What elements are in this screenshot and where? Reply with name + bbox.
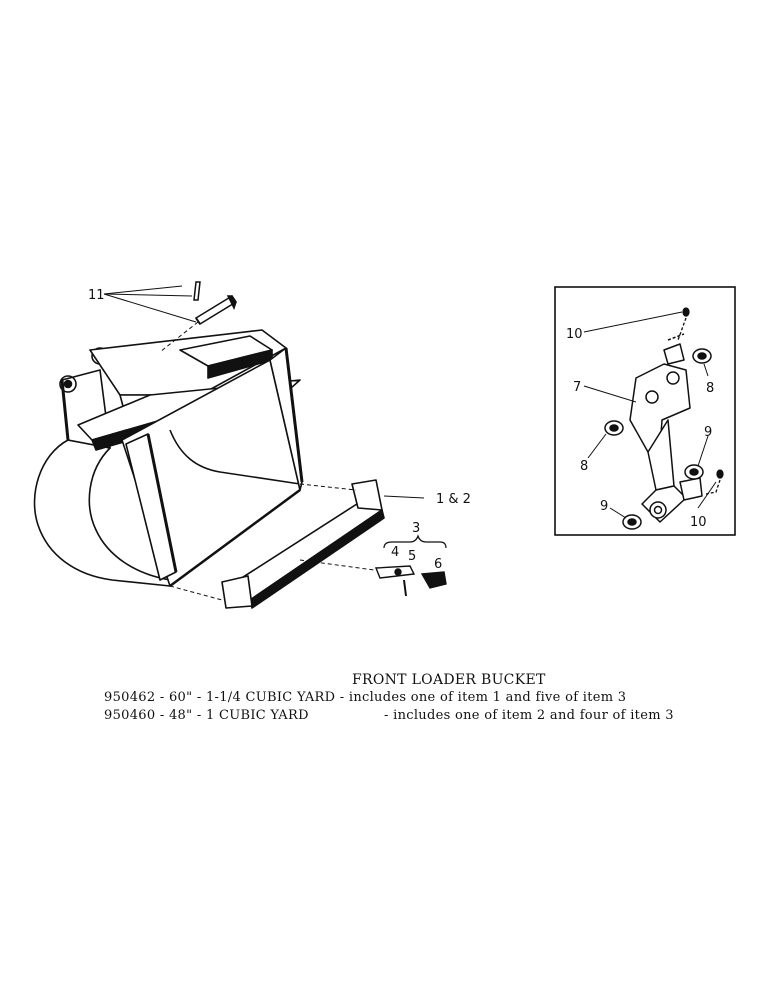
callout-10-lower: 10 (690, 515, 707, 530)
callout-1-2: 1 & 2 (436, 492, 471, 507)
cutting-edge-drawing (221, 479, 385, 609)
caption-line-60in: 950462 - 60" - 1-1/4 CUBIC YARD - includ… (104, 690, 626, 705)
part-description-48in: - includes one of item 2 and four of ite… (384, 708, 674, 723)
part-number-60in: 950462 - 60" - 1-1/4 CUBIC YARD (104, 690, 336, 705)
callout-6: 6 (434, 557, 442, 572)
callout-9-lower: 9 (600, 499, 608, 514)
linkage-drawing (629, 333, 703, 523)
pin-leader-line (159, 321, 199, 353)
callout-3: 3 (412, 521, 420, 536)
tooth-leader (299, 559, 375, 571)
edge-leader-right (299, 483, 357, 491)
grease-fittings-drawing (677, 307, 724, 495)
callout-8-upper: 8 (706, 381, 714, 396)
hitch-pin-drawing (193, 281, 238, 326)
callout-11: 11 (88, 288, 105, 303)
bucket-drawing (33, 329, 304, 588)
item-3-brace (383, 534, 447, 549)
caption-line-48in: 950460 - 48" - 1 CUBIC YARD - includes on… (104, 708, 674, 723)
caption-title: FRONT LOADER BUCKET (352, 672, 546, 688)
callout-8-lower: 8 (580, 459, 588, 474)
part-description-60in: - includes one of item 1 and five of ite… (339, 690, 627, 705)
main-leader-lines (103, 285, 425, 499)
callout-5: 5 (408, 549, 416, 564)
inset-leader-lines (583, 311, 717, 519)
callout-10-upper: 10 (566, 327, 583, 342)
part-number-48in: 950460 - 48" - 1 CUBIC YARD (104, 708, 309, 723)
bushings-drawing (604, 348, 712, 530)
callout-7: 7 (573, 380, 581, 395)
callout-4: 4 (391, 545, 399, 560)
tooth-assembly-drawing (374, 565, 447, 597)
callout-9-upper: 9 (704, 425, 712, 440)
callout-labels: 11 1 & 2 3 4 5 6 7 8 8 9 9 10 10 (88, 288, 714, 572)
edge-leader-left (169, 585, 223, 601)
